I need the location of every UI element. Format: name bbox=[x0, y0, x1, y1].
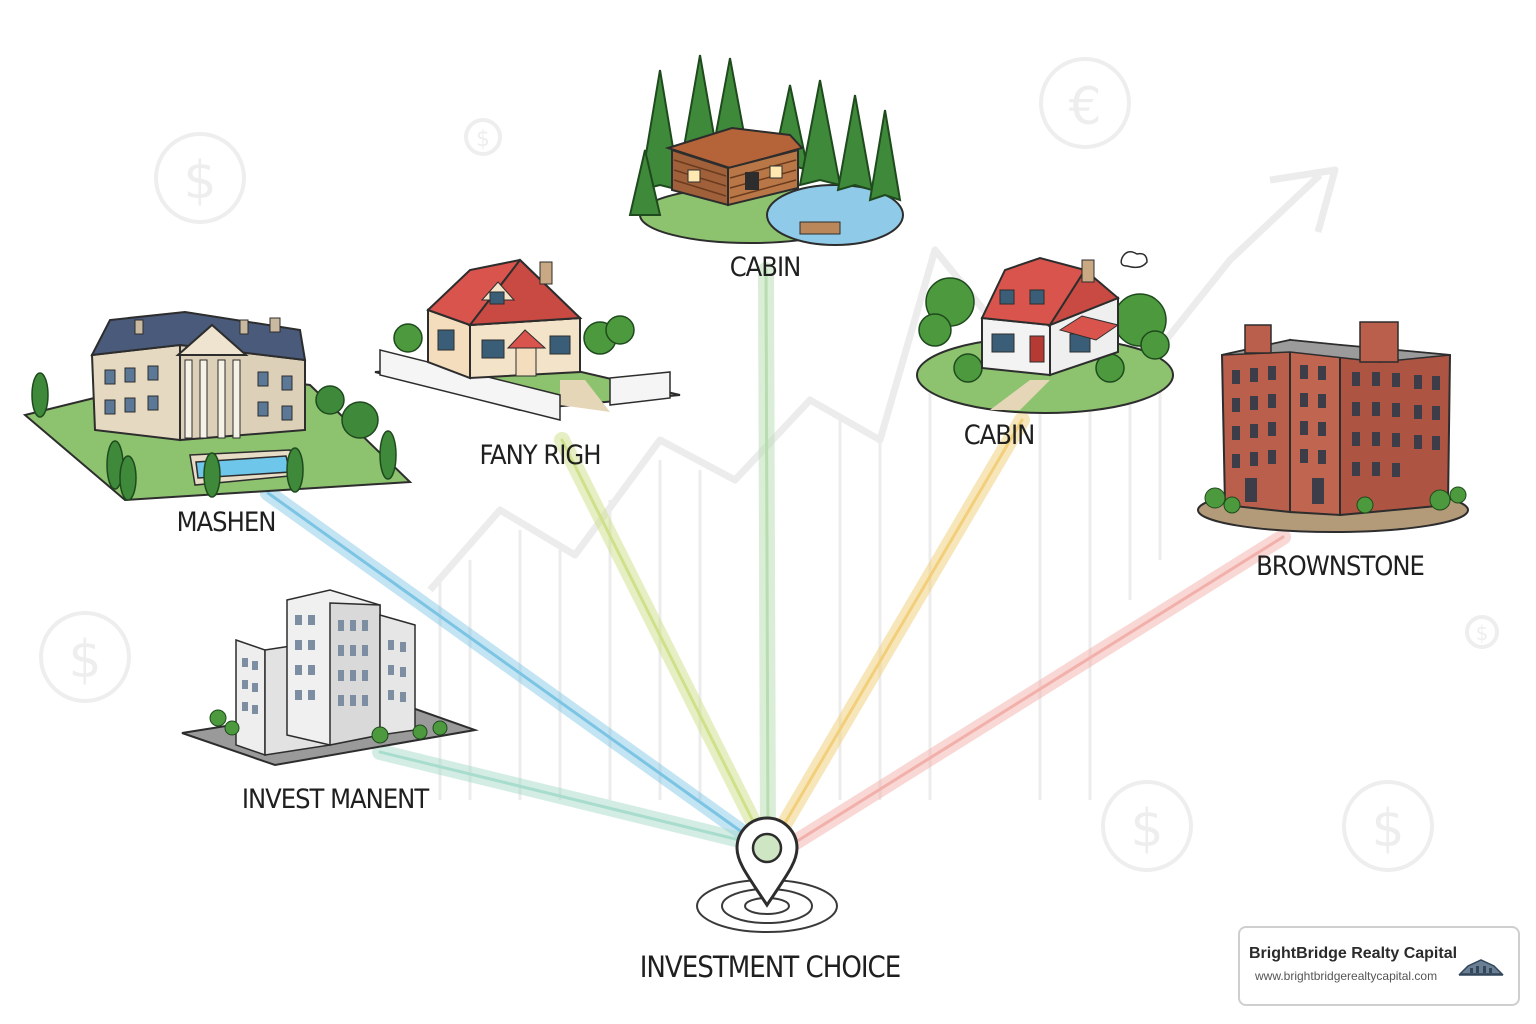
dollar-icon: $ bbox=[464, 118, 502, 156]
brand-url: www.brightbridgerealtycapital.com bbox=[1255, 969, 1438, 983]
location-pin-icon bbox=[696, 816, 838, 933]
dollar-icon: $ bbox=[1101, 780, 1193, 872]
connection-rays bbox=[260, 262, 1291, 863]
ray-mansion bbox=[260, 485, 768, 853]
ray-cabin-top bbox=[758, 262, 776, 853]
label-brownstone: BROWNSTONE bbox=[1256, 551, 1424, 582]
label-fancy-house: FANY RIGH bbox=[480, 440, 601, 471]
label-cabin-top: CABIN bbox=[730, 252, 801, 283]
svg-text:$: $ bbox=[1476, 621, 1489, 645]
ray-cabin-right bbox=[764, 412, 1030, 853]
branding-card: BrightBridge Realty Capital www.brightbr… bbox=[1238, 926, 1520, 1006]
svg-text:$: $ bbox=[68, 630, 101, 690]
euro-icon: € bbox=[1039, 57, 1131, 149]
brownstone-illustration bbox=[1197, 321, 1469, 533]
brand-logo bbox=[1458, 959, 1504, 976]
svg-text:$: $ bbox=[1130, 799, 1163, 859]
svg-text:$: $ bbox=[183, 151, 216, 211]
cottage-illustration bbox=[916, 251, 1174, 414]
dollar-icon: $ bbox=[1342, 780, 1434, 872]
dollar-icon: $ bbox=[154, 132, 246, 224]
svg-text:€: € bbox=[1068, 77, 1101, 137]
labels: CABIN FANY RIGH CABIN MASHEN BROWNSTONE … bbox=[177, 252, 1425, 984]
dollar-icon: $ bbox=[39, 611, 131, 703]
ray-brownstone bbox=[767, 529, 1291, 863]
label-cabin-right: CABIN bbox=[964, 420, 1035, 451]
ray-apartment bbox=[372, 744, 768, 853]
label-investment-choice: INVESTMENT CHOICE bbox=[640, 950, 901, 984]
svg-text:$: $ bbox=[476, 127, 490, 152]
background-decoration: $ $ € $ $ $ $ bbox=[39, 57, 1499, 872]
label-apartment: INVEST MANENT bbox=[242, 784, 430, 815]
ray-fancy bbox=[554, 432, 773, 853]
label-mansion: MASHEN bbox=[177, 507, 276, 538]
apartment-building-illustration bbox=[181, 589, 479, 767]
dollar-icon: $ bbox=[1465, 615, 1499, 649]
svg-text:$: $ bbox=[1371, 799, 1404, 859]
brand-name: BrightBridge Realty Capital bbox=[1249, 945, 1458, 962]
mansion-illustration bbox=[22, 310, 413, 502]
fancy-house-illustration bbox=[374, 258, 681, 421]
cabin-forest-illustration bbox=[628, 54, 904, 246]
